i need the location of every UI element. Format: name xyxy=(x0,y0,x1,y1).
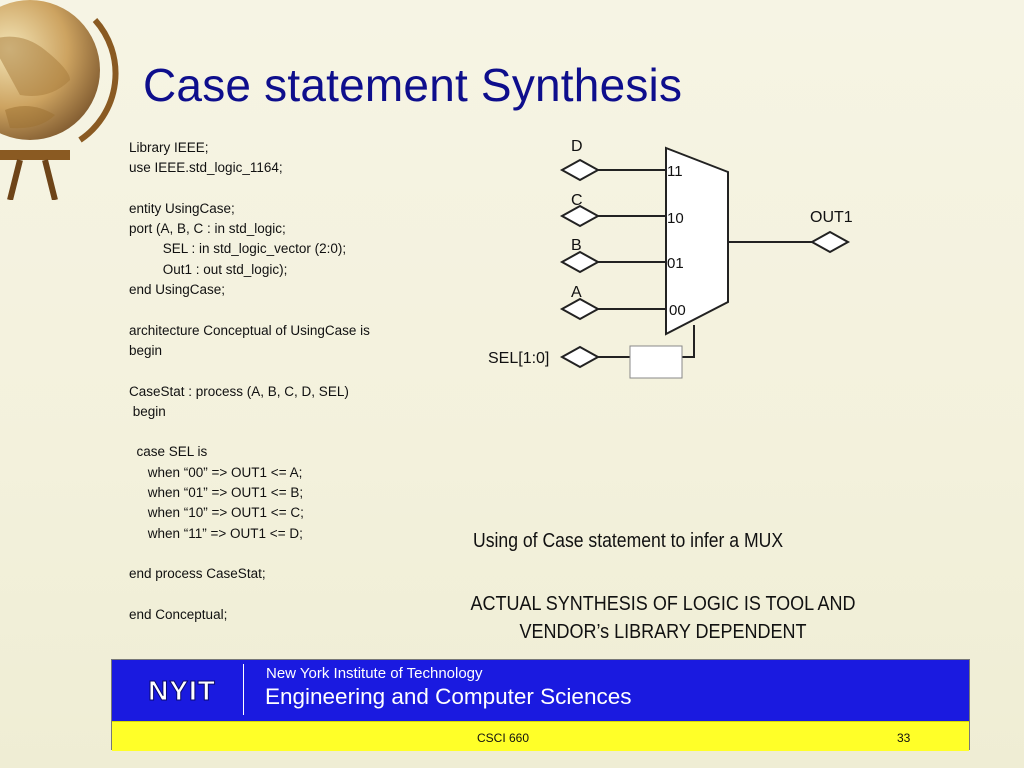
select-decoder-box xyxy=(629,345,683,379)
output-label: OUT1 xyxy=(810,209,853,226)
page-number: 33 xyxy=(897,731,911,745)
course-code: CSCI 660 xyxy=(477,731,530,745)
pin-a-icon xyxy=(559,297,601,321)
code-line: begin xyxy=(129,342,163,358)
code-line: architecture Conceptual of UsingCase is xyxy=(129,322,370,338)
mux-body xyxy=(665,146,729,336)
department-name: Engineering and Computer Sciences xyxy=(265,684,632,709)
code-line: Out1 : out std_logic); xyxy=(129,261,288,277)
pin-d-icon xyxy=(559,158,601,182)
input-label-b: B xyxy=(571,237,582,254)
code-line: end UsingCase; xyxy=(129,282,226,298)
code-line: when “11” => OUT1 <= D; xyxy=(129,525,303,541)
globe-illustration xyxy=(0,0,119,200)
mux-label-11: 11 xyxy=(667,163,683,180)
code-line: entity UsingCase; xyxy=(129,200,235,216)
pin-out1-icon xyxy=(809,230,851,254)
pin-b-icon xyxy=(559,250,601,274)
input-label-a: A xyxy=(571,284,582,301)
diagram-caption: Using of Case statement to infer a MUX xyxy=(473,530,784,552)
pin-c-icon xyxy=(559,204,601,228)
note-line: ACTUAL SYNTHESIS OF LOGIC IS TOOL AND xyxy=(470,593,856,615)
slide-footer: NYIT New York Institute of Technology En… xyxy=(111,659,970,751)
code-line: when “01” => OUT1 <= B; xyxy=(129,485,304,501)
code-line: SEL : in std_logic_vector (2:0); xyxy=(129,241,347,257)
code-line: end Conceptual; xyxy=(129,606,228,622)
code-line: when “10” => OUT1 <= C; xyxy=(129,505,304,521)
code-line: port (A, B, C : in std_logic; xyxy=(129,221,286,237)
code-line: case SEL is xyxy=(129,444,208,460)
mux-label-10: 10 xyxy=(667,210,684,227)
code-line: use IEEE.std_logic_1164; xyxy=(129,160,283,176)
input-label-c: C xyxy=(571,192,583,209)
footer-info-bar: CSCI 660 33 xyxy=(112,721,969,751)
mux-label-00: 00 xyxy=(669,302,686,319)
note-line: VENDOR’s LIBRARY DEPENDENT xyxy=(519,621,807,643)
institution-name: New York Institute of Technology xyxy=(266,665,483,682)
vhdl-code-block: Library IEEE; use IEEE.std_logic_1164; e… xyxy=(129,138,429,625)
pin-sel-icon xyxy=(559,345,601,369)
svg-text:NYIT: NYIT xyxy=(148,675,216,705)
nyit-logo: NYIT xyxy=(130,675,234,705)
code-line: begin xyxy=(129,403,166,419)
select-label: SEL[1:0] xyxy=(488,350,549,367)
code-line: end process CaseStat; xyxy=(129,566,266,582)
synthesis-note: ACTUAL SYNTHESIS OF LOGIC IS TOOL AND VE… xyxy=(403,590,923,646)
input-label-d: D xyxy=(571,138,583,155)
code-line: Library IEEE; xyxy=(129,140,209,155)
footer-banner: NYIT New York Institute of Technology En… xyxy=(112,660,969,721)
code-line: CaseStat : process (A, B, C, D, SEL) xyxy=(129,383,349,399)
slide-title: Case statement Synthesis xyxy=(143,59,683,111)
code-line: when “00” => OUT1 <= A; xyxy=(129,464,303,480)
mux-label-01: 01 xyxy=(667,255,684,272)
footer-divider xyxy=(243,664,244,715)
